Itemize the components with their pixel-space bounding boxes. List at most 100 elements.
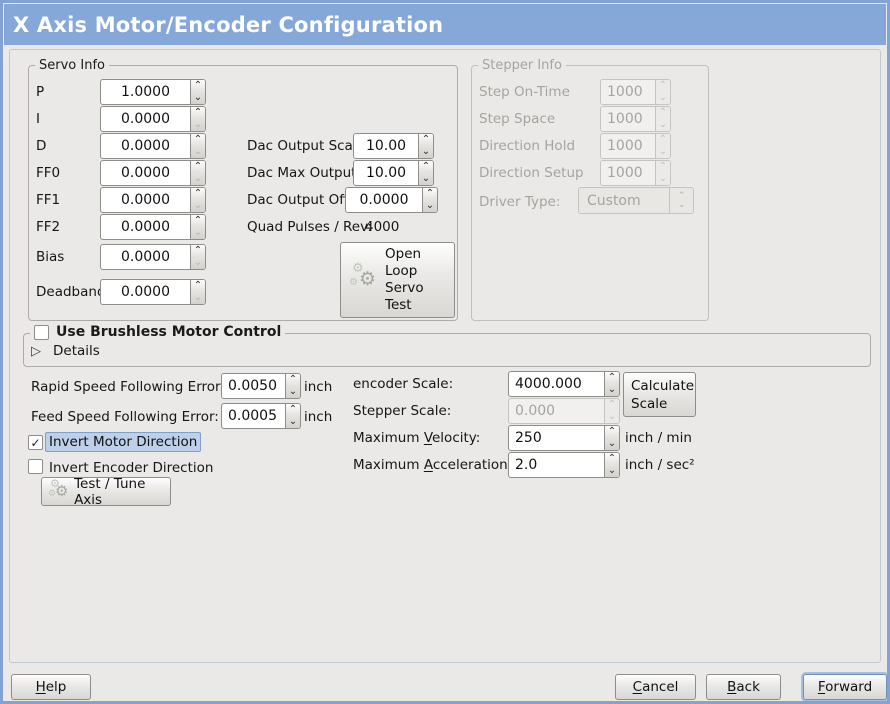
spin-up-icon[interactable]: ⌃ <box>421 161 431 172</box>
i-spinbox-value[interactable]: 0.0000 <box>121 111 170 127</box>
spin-up-icon[interactable]: ⌃ <box>607 453 617 464</box>
dac-max-output-spin-buttons[interactable]: ⌃⌄ <box>418 161 433 185</box>
rapid-following-error-value[interactable]: 0.0050 <box>228 378 277 394</box>
spin-up-icon[interactable]: ⌃ <box>193 80 203 91</box>
deadband-spin-buttons[interactable]: ⌃⌄ <box>190 280 205 304</box>
use-brushless-label: Use Brushless Motor Control <box>56 324 282 340</box>
i-spin-buttons[interactable]: ⌃⌄ <box>190 107 205 131</box>
maximum-velocity-spinbox[interactable]: 250 ⌃⌄ <box>508 425 620 451</box>
spin-up-icon[interactable]: ⌃ <box>193 134 203 145</box>
invert-encoder-label[interactable]: Invert Encoder Direction <box>49 460 214 476</box>
spin-down-icon[interactable]: ⌄ <box>193 257 203 268</box>
ff2-spinbox[interactable]: 0.0000 ⌃⌄ <box>100 214 206 240</box>
bias-spinbox[interactable]: 0.0000 ⌃⌄ <box>100 244 206 270</box>
ff0-spinbox-value[interactable]: 0.0000 <box>121 165 170 181</box>
spin-up-icon[interactable]: ⌃ <box>193 245 203 256</box>
p-spinbox[interactable]: 1.0000 ⌃⌄ <box>100 79 206 105</box>
maximum-acceleration-spin-buttons[interactable]: ⌃⌄ <box>604 453 619 477</box>
p-spin-buttons[interactable]: ⌃⌄ <box>190 80 205 104</box>
rapid-following-error-spinbox[interactable]: 0.0050 ⌃⌄ <box>221 373 301 399</box>
back-button[interactable]: Back <box>706 674 781 700</box>
invert-motor-label[interactable]: Invert Motor Direction <box>45 432 202 452</box>
feed-following-error-value[interactable]: 0.0005 <box>228 408 277 424</box>
dac-output-offset-value[interactable]: 0.0000 <box>359 192 409 208</box>
spin-down-icon[interactable]: ⌄ <box>193 227 203 238</box>
d-spin-buttons[interactable]: ⌃⌄ <box>190 134 205 158</box>
calculate-scale-button[interactable]: Calculate Scale <box>623 372 696 417</box>
ff0-spin-buttons[interactable]: ⌃⌄ <box>190 161 205 185</box>
spin-down-icon[interactable]: ⌄ <box>421 146 431 157</box>
spin-up-icon[interactable]: ⌃ <box>425 188 435 199</box>
ff0-spinbox[interactable]: 0.0000 ⌃⌄ <box>100 160 206 186</box>
spin-down-icon[interactable]: ⌄ <box>193 173 203 184</box>
stepper-scale-spin-buttons: ⌃⌄ <box>604 399 619 423</box>
deadband-spinbox-value[interactable]: 0.0000 <box>121 284 170 300</box>
spin-down-icon[interactable]: ⌄ <box>607 384 617 395</box>
encoder-scale-spinbox[interactable]: 4000.000 ⌃⌄ <box>508 371 620 397</box>
dac-max-output-value[interactable]: 10.00 <box>365 165 407 181</box>
dac-output-scale-spin-buttons[interactable]: ⌃⌄ <box>418 134 433 158</box>
dac-output-scale-value[interactable]: 10.00 <box>365 138 407 154</box>
spin-down-icon[interactable]: ⌄ <box>193 200 203 211</box>
spin-up-icon[interactable]: ⌃ <box>193 280 203 291</box>
spin-down-icon[interactable]: ⌄ <box>193 92 203 103</box>
spin-up-icon[interactable]: ⌃ <box>193 107 203 118</box>
d-spinbox[interactable]: 0.0000 ⌃⌄ <box>100 133 206 159</box>
spin-up-icon[interactable]: ⌃ <box>288 374 298 385</box>
spin-up-icon[interactable]: ⌃ <box>193 188 203 199</box>
cancel-button[interactable]: Cancel <box>615 674 696 700</box>
dac-output-scale-spinbox[interactable]: 10.00 ⌃⌄ <box>353 133 434 159</box>
rapid-following-error-spin-buttons[interactable]: ⌃⌄ <box>285 374 300 398</box>
spin-down-icon[interactable]: ⌄ <box>421 173 431 184</box>
spin-down-icon[interactable]: ⌄ <box>425 200 435 211</box>
use-brushless-checkbox[interactable] <box>34 324 49 340</box>
triangle-right-icon[interactable]: ▷ <box>31 343 41 359</box>
feed-following-error-spin-buttons[interactable]: ⌃⌄ <box>285 404 300 428</box>
spin-up-icon[interactable]: ⌃ <box>288 404 298 415</box>
spin-up-icon[interactable]: ⌃ <box>193 215 203 226</box>
encoder-scale-spin-buttons[interactable]: ⌃⌄ <box>604 372 619 396</box>
feed-following-error-spinbox[interactable]: 0.0005 ⌃⌄ <box>221 403 301 429</box>
direction-setup-label: Direction Setup <box>479 165 584 181</box>
maximum-acceleration-value[interactable]: 2.0 <box>515 457 538 473</box>
spin-up-icon[interactable]: ⌃ <box>421 134 431 145</box>
maximum-velocity-spin-buttons[interactable]: ⌃⌄ <box>604 426 619 450</box>
spin-down-icon[interactable]: ⌄ <box>607 465 617 476</box>
maximum-velocity-value[interactable]: 250 <box>515 430 542 446</box>
test-tune-axis-button[interactable]: ⚙ ⚙ ⚙ Test / Tune Axis <box>41 476 171 508</box>
ff1-spinbox-value[interactable]: 0.0000 <box>121 192 170 208</box>
ff1-spinbox[interactable]: 0.0000 ⌃⌄ <box>100 187 206 213</box>
ff1-spin-buttons[interactable]: ⌃⌄ <box>190 188 205 212</box>
driver-type-label: Driver Type: <box>479 194 561 210</box>
details-expander[interactable]: ▷ Details <box>31 343 100 359</box>
spin-down-icon[interactable]: ⌄ <box>193 292 203 303</box>
spin-down-icon[interactable]: ⌄ <box>288 416 298 427</box>
bias-spin-buttons[interactable]: ⌃⌄ <box>190 245 205 269</box>
spin-up-icon[interactable]: ⌃ <box>193 161 203 172</box>
dac-output-offset-spin-buttons[interactable]: ⌃⌄ <box>422 188 437 212</box>
spin-up-icon[interactable]: ⌃ <box>607 372 617 383</box>
maximum-acceleration-spinbox[interactable]: 2.0 ⌃⌄ <box>508 452 620 478</box>
spin-down-icon[interactable]: ⌄ <box>607 438 617 449</box>
open-loop-servo-test-button[interactable]: ⚙ ⚙ ⚙ Open Loop Servo Test <box>340 242 455 318</box>
d-spinbox-value[interactable]: 0.0000 <box>121 138 170 154</box>
i-spinbox[interactable]: 0.0000 ⌃⌄ <box>100 106 206 132</box>
spin-down-icon: ⌄ <box>658 146 668 157</box>
ff2-spinbox-value[interactable]: 0.0000 <box>121 219 170 235</box>
dac-max-output-spinbox[interactable]: 10.00 ⌃⌄ <box>353 160 434 186</box>
deadband-spinbox[interactable]: 0.0000 ⌃⌄ <box>100 279 206 305</box>
spin-down-icon[interactable]: ⌄ <box>288 386 298 397</box>
invert-encoder-checkbox[interactable] <box>28 459 43 474</box>
bias-spinbox-value[interactable]: 0.0000 <box>121 249 170 265</box>
p-spinbox-value[interactable]: 1.0000 <box>121 84 170 100</box>
dac-output-scale-label: Dac Output Scale: <box>247 138 370 154</box>
spin-up-icon[interactable]: ⌃ <box>607 426 617 437</box>
spin-down-icon[interactable]: ⌄ <box>193 146 203 157</box>
forward-button[interactable]: Forward <box>803 674 887 700</box>
encoder-scale-value[interactable]: 4000.000 <box>515 376 582 392</box>
dac-output-offset-spinbox[interactable]: 0.0000 ⌃⌄ <box>345 187 438 213</box>
help-button[interactable]: Help <box>11 674 91 700</box>
spin-down-icon[interactable]: ⌄ <box>193 119 203 130</box>
ff2-spin-buttons[interactable]: ⌃⌄ <box>190 215 205 239</box>
invert-motor-checkbox[interactable]: ✓ <box>28 435 43 450</box>
